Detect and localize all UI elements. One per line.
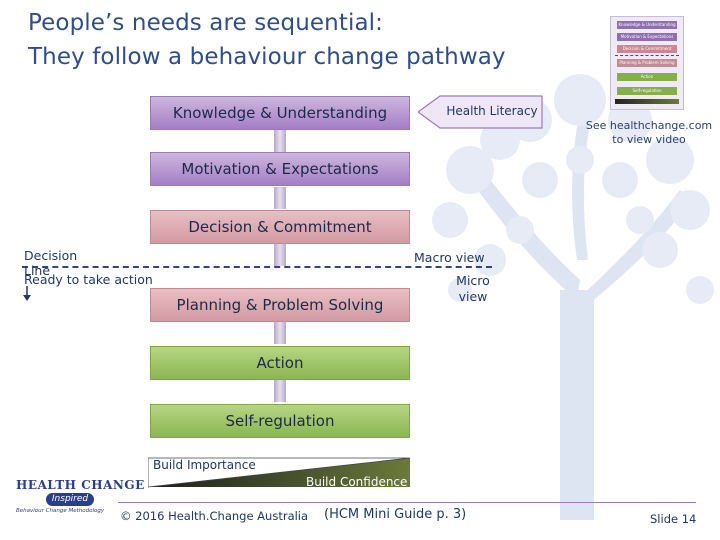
build-confidence-label: Build Confidence bbox=[306, 475, 408, 489]
video-note-line-1: See healthchange.com bbox=[585, 119, 713, 132]
health-literacy-label: Health Literacy bbox=[446, 104, 538, 118]
step-label: Planning & Problem Solving bbox=[176, 296, 384, 314]
step-self-regulation: Self-regulation bbox=[150, 404, 410, 438]
logo-line-3: Behaviour Change Methodology bbox=[16, 508, 105, 514]
connector-5 bbox=[274, 380, 286, 402]
macro-view-label: Macro view bbox=[414, 250, 485, 265]
thumbnail-wedge bbox=[615, 99, 679, 104]
step-motivation-expectations: Motivation & Expectations bbox=[150, 152, 410, 186]
health-literacy-arrow bbox=[418, 95, 543, 129]
health-change-logo: HEALTH CHANGE Inspired Behaviour Change … bbox=[16, 478, 145, 524]
down-arrow-icon bbox=[23, 286, 31, 301]
build-importance-label: Build Importance bbox=[153, 458, 256, 472]
importance-confidence-wedge bbox=[148, 457, 411, 488]
slide-number: Slide 14 bbox=[650, 512, 697, 526]
logo-line-2: Inspired bbox=[46, 493, 94, 506]
step-label: Self-regulation bbox=[225, 412, 335, 430]
step-action: Action bbox=[150, 346, 410, 380]
step-decision-commitment: Decision & Commitment bbox=[150, 210, 410, 244]
footer-rule bbox=[118, 502, 696, 503]
step-label: Knowledge & Understanding bbox=[172, 104, 388, 122]
micro-view-label-2: view bbox=[458, 289, 488, 304]
step-knowledge-understanding: Knowledge & Understanding bbox=[150, 96, 410, 130]
ready-label: Ready to take action bbox=[24, 272, 153, 287]
thumbnail-item-4: Planning & Problem Solving bbox=[617, 59, 677, 67]
step-planning-problem-solving: Planning & Problem Solving bbox=[150, 288, 410, 322]
copyright-text: © 2016 Health.Change Australia bbox=[120, 509, 309, 523]
connector-2 bbox=[274, 187, 286, 209]
guide-reference: (HCM Mini Guide p. 3) bbox=[324, 507, 467, 522]
decision-line-label-2: Line bbox=[24, 263, 51, 278]
thumbnail-item-3: Decision & Commitment bbox=[617, 45, 677, 53]
step-label: Decision & Commitment bbox=[188, 218, 372, 236]
step-label: Motivation & Expectations bbox=[181, 160, 379, 178]
thumbnail-decision-line bbox=[615, 55, 679, 56]
video-note-line-2: to view video bbox=[612, 133, 686, 146]
micro-view-label-1: Micro bbox=[456, 273, 490, 288]
video-thumbnail[interactable]: Knowledge & Understanding Motivation & E… bbox=[610, 16, 684, 110]
logo-line-1: HEALTH CHANGE bbox=[16, 478, 145, 492]
connector-1 bbox=[274, 130, 286, 152]
decision-line bbox=[22, 266, 492, 268]
decision-line-label-1: Decision bbox=[24, 248, 78, 263]
title-line-2: They follow a behaviour change pathway bbox=[28, 44, 506, 70]
step-label: Action bbox=[256, 354, 304, 372]
thumbnail-item-6: Self-regulation bbox=[617, 87, 677, 95]
thumbnail-item-2: Motivation & Expectations bbox=[617, 33, 677, 41]
thumbnail-item-5: Action bbox=[617, 73, 677, 81]
connector-3 bbox=[274, 244, 286, 266]
title-line-1: People’s needs are sequential: bbox=[28, 10, 383, 36]
connector-4 bbox=[274, 322, 286, 344]
thumbnail-item-1: Knowledge & Understanding bbox=[617, 21, 677, 29]
